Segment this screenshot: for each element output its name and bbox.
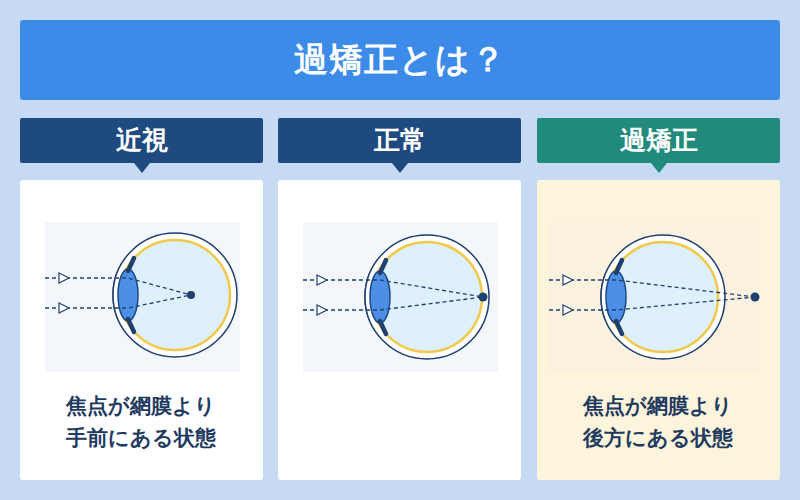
column-header: 過矯正 xyxy=(537,118,780,163)
column-panel: 焦点が網膜より手前にある状態 xyxy=(20,180,263,480)
illustration-bg xyxy=(45,222,240,372)
column-panel: 焦点が網膜より後方にある状態 xyxy=(537,180,780,480)
state-description: 焦点が網膜より後方にある状態 xyxy=(582,390,735,454)
header-label: 正常 xyxy=(374,123,426,158)
eye-normal xyxy=(303,235,489,359)
header-pointer xyxy=(134,163,150,173)
column-header: 正常 xyxy=(278,118,521,163)
header-pointer xyxy=(392,163,408,173)
column-node: 正常 xyxy=(278,118,521,480)
eye-myopia xyxy=(45,233,237,357)
description-block: 焦点が網膜より手前にある状態 xyxy=(20,390,263,454)
column-panel xyxy=(278,180,521,480)
column-node: 焦点が網膜より後方にある状態 過矯正 xyxy=(537,118,780,480)
title-band: 過矯正とは？ xyxy=(20,20,780,100)
column-header: 近視 xyxy=(20,118,263,163)
title-text: 過矯正とは？ xyxy=(294,37,506,83)
illustration-bg xyxy=(303,222,498,372)
description-block: 焦点が網膜より後方にある状態 xyxy=(537,390,780,454)
state-description: 焦点が網膜より手前にある状態 xyxy=(65,390,218,454)
column-node: 焦点が網膜より手前にある状態 近視 xyxy=(20,118,263,480)
eye-overcorrected xyxy=(549,235,760,359)
header-label: 過矯正 xyxy=(620,123,698,158)
header-pointer xyxy=(651,163,667,173)
header-label: 近視 xyxy=(116,123,168,158)
illustration-bg xyxy=(549,222,759,372)
